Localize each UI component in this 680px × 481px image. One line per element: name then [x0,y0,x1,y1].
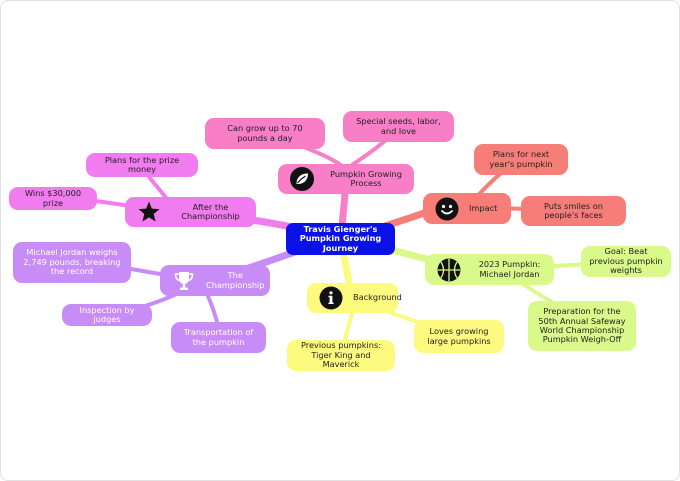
pumpkin2023-child-1[interactable]: Goal: Beat previous pumpkin weights [581,246,671,277]
basketball-icon [437,258,461,281]
hub-pumpkin-growing-process[interactable]: Pumpkin Growing Process [278,164,414,194]
hub-2023-pumpkin[interactable]: 2023 Pumpkin: Michael Jordan [425,254,554,285]
root-label: Travis Gienger's Pumpkin Growing Journey [299,223,382,253]
trophy-icon [174,271,194,290]
hub-label: 2023 Pumpkin: Michael Jordan [478,259,541,279]
hub-the-championship[interactable]: The Championship [160,265,270,296]
hub-label: Background [353,292,402,303]
impact-child-2[interactable]: Puts smiles on people's faces [521,196,626,226]
impact-child-1[interactable]: Plans for next year's pumpkin [474,144,568,175]
root-node[interactable]: Travis Gienger's Pumpkin Growing Journey [286,223,395,255]
championship-child-2[interactable]: Inspection by judges [62,304,152,326]
after-child-2[interactable]: Wins $30,000 prize [9,187,97,210]
hub-background[interactable]: Background [307,283,402,313]
background-child-1[interactable]: Loves growing large pumpkins [414,320,504,353]
championship-child-1[interactable]: Michael Jordan weighs 2,749 pounds, brea… [13,242,131,283]
smiley-icon [435,197,459,220]
hub-label: Pumpkin Growing Process [330,168,402,188]
background-child-2[interactable]: Previous pumpkins: Tiger King and Maveri… [287,340,395,371]
growing-child-2[interactable]: Special seeds, labor, and love [343,111,454,142]
hub-label: The Championship [206,270,265,290]
star-icon [138,201,160,222]
leaf-icon [290,167,314,191]
after-child-1[interactable]: Plans for the prize money [86,153,198,177]
hub-after-championship[interactable]: After the Championship [125,197,256,227]
championship-child-3[interactable]: Transportation of the pumpkin [171,322,266,353]
hub-label: After the Championship [181,201,240,221]
hub-impact[interactable]: Impact [423,193,511,224]
hub-label: Impact [469,202,498,213]
info-icon [319,286,343,310]
growing-child-1[interactable]: Can grow up to 70 pounds a day [205,118,325,149]
pumpkin2023-child-2[interactable]: Preparation for the 50th Annual Safeway … [528,301,636,351]
